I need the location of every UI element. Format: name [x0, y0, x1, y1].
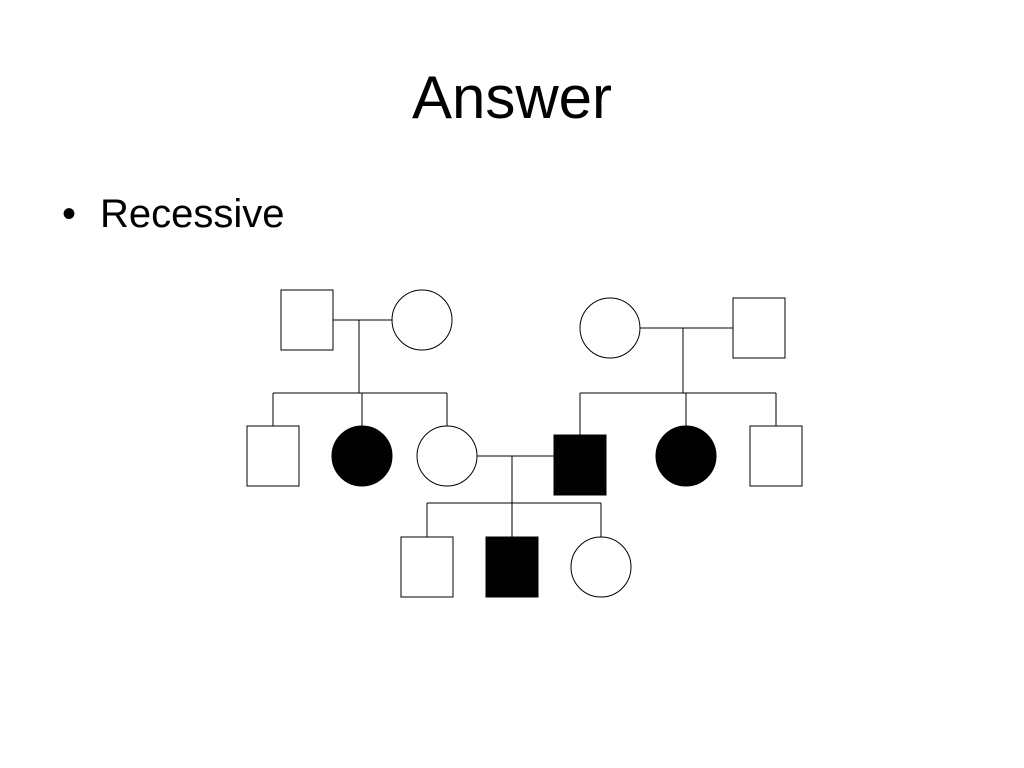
unaffected-male-square [732, 297, 786, 359]
unaffected-male-square [400, 536, 454, 598]
bullet-item: • Recessive [62, 190, 285, 238]
unaffected-female-circle [391, 289, 453, 351]
affected-female-circle [655, 425, 717, 487]
unaffected-female-circle [570, 536, 632, 598]
bullet-text: Recessive [100, 192, 285, 236]
pedigree-symbols [246, 289, 803, 598]
slide-title: Answer [411, 64, 613, 131]
bullet-list: • Recessive [62, 190, 285, 238]
unaffected-female-circle [416, 425, 478, 487]
unaffected-male-square [246, 425, 300, 487]
affected-female-circle [331, 425, 393, 487]
pedigree-lines [272, 319, 777, 541]
unaffected-female-circle [579, 297, 641, 359]
unaffected-male-square [749, 425, 803, 487]
affected-male-square [485, 536, 539, 598]
affected-male-square [553, 434, 607, 496]
bullet-dot: • [62, 192, 77, 236]
unaffected-male-square [280, 289, 334, 351]
